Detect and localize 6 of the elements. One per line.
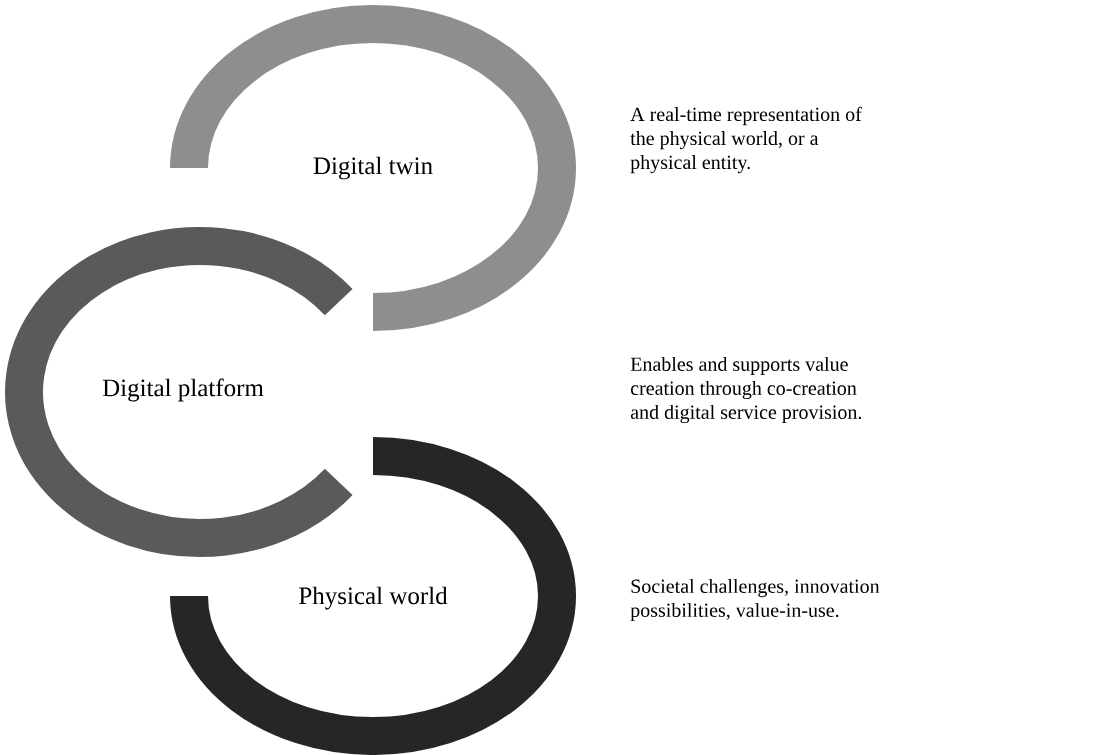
description-text: A real-time representation of the physical world, or a physical entity. [630,106,862,174]
ring-arc: Digital twin [170,5,576,331]
description-text: Enables and supports value creation through co-creation and digital service provision. [630,356,862,424]
ring-arc: Physical world [170,437,576,755]
description-text: Societal challenges, innovation possibilities, value-in-use. [630,578,880,622]
ring-arc: Digital platform [5,227,353,557]
